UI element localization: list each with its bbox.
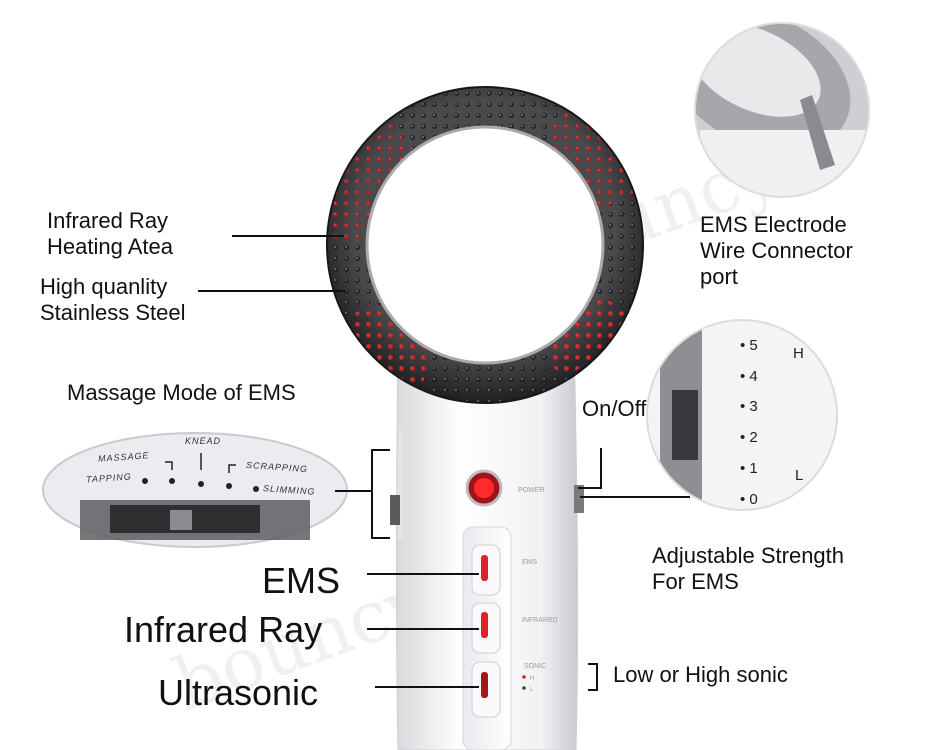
svg-text:L: L xyxy=(530,687,534,693)
side-mode-slider xyxy=(390,430,403,540)
leader-infrared xyxy=(367,628,479,630)
strength-level-3: • 3 xyxy=(740,398,758,415)
leader-ems xyxy=(367,573,479,575)
label-ultrasonic: Ultrasonic xyxy=(158,672,319,713)
ring-inner-rim xyxy=(365,125,605,365)
label-ems: EMS xyxy=(262,560,341,601)
onoff-pointer xyxy=(578,448,602,489)
label-low-high-sonic: Low or High sonic xyxy=(613,662,788,687)
leader-ultrasonic xyxy=(375,686,479,688)
strength-level-5: • 5 xyxy=(740,337,758,354)
svg-text:INFRARED: INFRARED xyxy=(522,617,558,624)
strength-level-4: • 4 xyxy=(740,368,758,385)
label-infrared-heating: Infrared Ray Heating Atea xyxy=(47,208,173,259)
sonic-bracket xyxy=(588,663,598,691)
strength-low: L xyxy=(795,467,804,484)
mode-knead: KNEAD xyxy=(185,436,222,446)
leader-infrared-heating xyxy=(232,235,344,237)
svg-text:H: H xyxy=(530,676,534,682)
connector-inset xyxy=(695,23,869,197)
svg-text:EMS: EMS xyxy=(522,559,538,566)
strength-level-1: • 1 xyxy=(740,460,758,477)
label-on-off: On/Off xyxy=(582,396,647,421)
strength-inset xyxy=(646,319,838,511)
label-stainless-steel: High quanlity Stainless Steel xyxy=(40,274,186,325)
svg-text:SONIC: SONIC xyxy=(524,663,546,670)
label-infrared-ray: Infrared Ray xyxy=(124,609,323,650)
ems-mode-bracket xyxy=(371,449,390,539)
power-text: POWER xyxy=(518,487,544,494)
strength-high: H xyxy=(793,345,804,362)
label-ems-connector: EMS Electrode Wire Connector port xyxy=(700,212,853,289)
strength-level-0: • 0 xyxy=(740,491,758,508)
label-massage-mode: Massage Mode of EMS xyxy=(67,380,296,405)
leader-stainless xyxy=(198,290,346,292)
label-adjustable-strength: Adjustable Strength For EMS xyxy=(652,543,845,594)
strength-level-2: • 2 xyxy=(740,429,758,446)
